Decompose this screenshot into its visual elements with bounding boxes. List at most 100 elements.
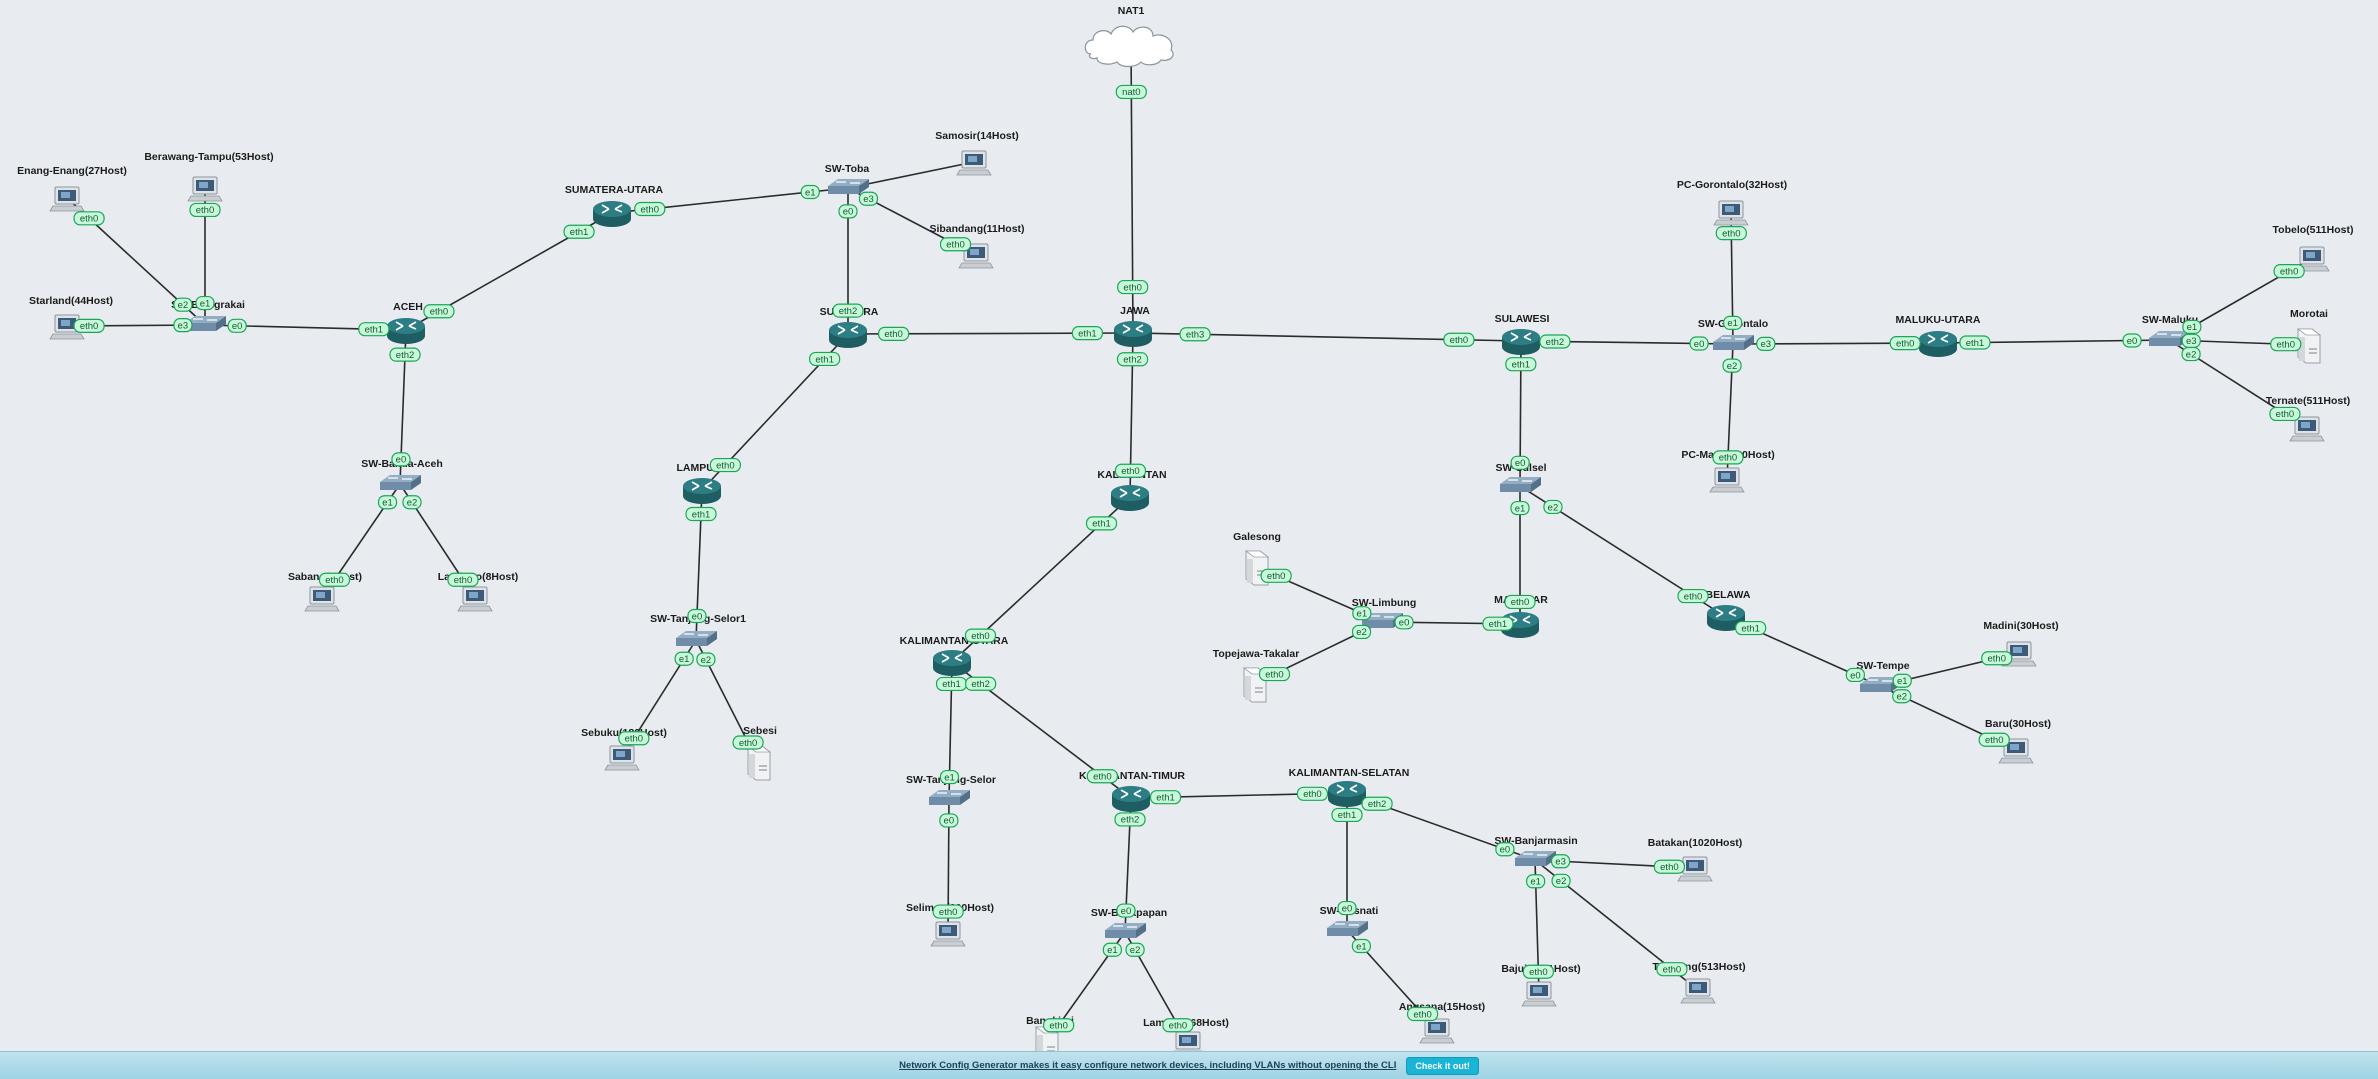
node-selimau[interactable]: Selimau(200Host)	[906, 902, 994, 947]
interface-label[interactable]: e3	[173, 318, 193, 333]
interface-label[interactable]: e2	[1543, 499, 1563, 515]
interface-label[interactable]: eth0	[1504, 594, 1536, 610]
node-baru[interactable]: Baru(30Host)	[1985, 718, 2051, 764]
node-angsana[interactable]: Angsana(15Host)	[1399, 1001, 1485, 1044]
node-starland[interactable]: Starland(44Host)	[29, 295, 113, 340]
interface-label[interactable]: eth0	[877, 326, 910, 341]
interface-label[interactable]: eth2	[832, 303, 864, 318]
interface-label[interactable]: e1	[1352, 606, 1372, 621]
node-tobelo[interactable]: Tobelo(511Host)	[2273, 224, 2354, 272]
node-aceh[interactable]: ACEH	[387, 301, 425, 344]
interface-label[interactable]: e1	[1526, 874, 1546, 889]
interface-label[interactable]: eth1	[358, 322, 390, 337]
interface-label[interactable]: e0	[1394, 615, 1414, 630]
node-sw-tanjung-selor[interactable]: SW-Tanjung-Selor	[906, 774, 996, 805]
interface-label[interactable]: e2	[1351, 624, 1372, 640]
interface-label[interactable]: e0	[1495, 842, 1515, 857]
node-madini[interactable]: Madini(30Host)	[1983, 620, 2059, 667]
interface-label[interactable]: eth1	[1482, 616, 1514, 631]
interface-label[interactable]: e1	[1510, 500, 1530, 516]
interface-label[interactable]: e2	[402, 495, 422, 510]
interface-label[interactable]: eth0	[1712, 450, 1744, 465]
node-batakan[interactable]: Batakan(1020Host)	[1648, 837, 1743, 882]
interface-label[interactable]: eth0	[1086, 769, 1118, 784]
interface-label[interactable]: e3	[858, 191, 879, 206]
interface-label[interactable]: eth0	[423, 304, 455, 319]
node-kalimantan-selatan[interactable]: KALIMANTAN-SELATAN	[1289, 767, 1410, 807]
interface-label[interactable]: eth1	[563, 224, 595, 239]
interface-label[interactable]: e0	[1116, 903, 1136, 918]
interface-label[interactable]: eth0	[73, 318, 105, 333]
interface-label[interactable]: e1	[674, 651, 694, 666]
interface-label[interactable]: eth0	[1114, 463, 1147, 478]
interface-label[interactable]: eth2	[1539, 334, 1571, 349]
node-morotai[interactable]: Morotai	[2290, 308, 2328, 364]
interface-label[interactable]: e0	[1337, 900, 1357, 916]
interface-label[interactable]: e2	[696, 652, 716, 667]
interface-label[interactable]: e1	[377, 495, 398, 510]
interface-label[interactable]: e2	[1551, 873, 1571, 888]
interface-label[interactable]: e1	[1723, 315, 1743, 330]
interface-label[interactable]: e0	[838, 204, 858, 219]
interface-label[interactable]: eth0	[1162, 1018, 1194, 1033]
interface-label[interactable]: eth1	[1085, 516, 1118, 531]
interface-label[interactable]: e2	[1892, 689, 1912, 704]
promo-banner-link[interactable]: Network Config Generator makes it easy c…	[899, 1060, 1397, 1071]
interface-label[interactable]: eth0	[1117, 279, 1149, 295]
interface-label[interactable]: eth0	[189, 202, 221, 218]
interface-label[interactable]: eth0	[939, 237, 972, 252]
interface-label[interactable]: eth0	[1443, 332, 1475, 347]
interface-label[interactable]: e1	[800, 184, 820, 200]
interface-label[interactable]: e0	[687, 608, 707, 624]
interface-label[interactable]: e1	[1351, 938, 1372, 954]
node-berawang[interactable]: Berawang-Tampu(53Host)	[144, 151, 274, 202]
interface-label[interactable]: eth1	[935, 676, 968, 692]
interface-label[interactable]: e2	[1125, 942, 1145, 957]
node-kalimantan[interactable]: KALIMANTAN	[1097, 469, 1167, 511]
interface-label[interactable]: e3	[1550, 854, 1571, 869]
interface-label[interactable]: e1	[1102, 942, 1122, 957]
interface-label[interactable]: eth0	[634, 201, 666, 217]
node-sibandang[interactable]: Sibandang(11Host)	[929, 223, 1025, 269]
interface-label[interactable]: eth0	[1889, 336, 1921, 351]
interface-label[interactable]: eth2	[1114, 812, 1146, 827]
interface-label[interactable]: eth0	[1296, 786, 1329, 801]
interface-label[interactable]: eth1	[685, 506, 717, 522]
node-sulawesi[interactable]: SULAWESI	[1495, 313, 1550, 355]
interface-label[interactable]: eth0	[1043, 1018, 1075, 1033]
interface-label[interactable]: eth0	[1677, 588, 1709, 604]
interface-label[interactable]: eth0	[73, 211, 105, 226]
interface-label[interactable]: eth1	[1331, 807, 1363, 823]
interface-label[interactable]: eth1	[1959, 335, 1991, 350]
interface-label[interactable]: eth0	[1522, 964, 1554, 979]
interface-label[interactable]: eth2	[965, 676, 997, 691]
interface-label[interactable]: eth0	[2269, 406, 2301, 422]
node-pc-gorontalo[interactable]: PC-Gorontalo(32Host)	[1677, 179, 1787, 226]
node-ternate[interactable]: Ternate(511Host)	[2266, 395, 2350, 442]
interface-label[interactable]: eth0	[618, 731, 650, 746]
interface-label[interactable]: e1	[195, 295, 215, 311]
interface-label[interactable]: eth0	[1656, 962, 1688, 977]
node-enang[interactable]: Enang-Enang(27Host)	[17, 165, 127, 212]
check-it-out-button[interactable]: Check it out!	[1406, 1056, 1479, 1075]
interface-label[interactable]: eth0	[709, 457, 741, 473]
interface-label[interactable]: eth0	[932, 904, 964, 919]
interface-label[interactable]: eth1	[1149, 790, 1182, 805]
interface-label[interactable]: e2	[1722, 358, 1742, 373]
interface-label[interactable]: e2	[2181, 346, 2201, 362]
node-sebesi[interactable]: Sebesi	[743, 725, 777, 781]
interface-label[interactable]: e0	[391, 452, 411, 467]
interface-label[interactable]: e1	[2182, 319, 2202, 334]
interface-label[interactable]: e0	[1689, 336, 1709, 351]
interface-label[interactable]: eth2	[1116, 352, 1149, 367]
interface-label[interactable]: eth1	[1071, 326, 1104, 341]
interface-label[interactable]: eth0	[1258, 666, 1291, 682]
interface-label[interactable]: e0	[1510, 455, 1530, 470]
interface-label[interactable]: eth0	[1981, 651, 2013, 666]
interface-label[interactable]: eth3	[1179, 327, 1211, 342]
interface-label[interactable]: nat0	[1115, 84, 1147, 100]
interface-label[interactable]: eth0	[1406, 1006, 1439, 1022]
interface-label[interactable]: eth1	[1735, 620, 1767, 636]
node-maluku-utara[interactable]: MALUKU-UTARA	[1896, 314, 1981, 357]
interface-label[interactable]: e2	[173, 297, 193, 312]
